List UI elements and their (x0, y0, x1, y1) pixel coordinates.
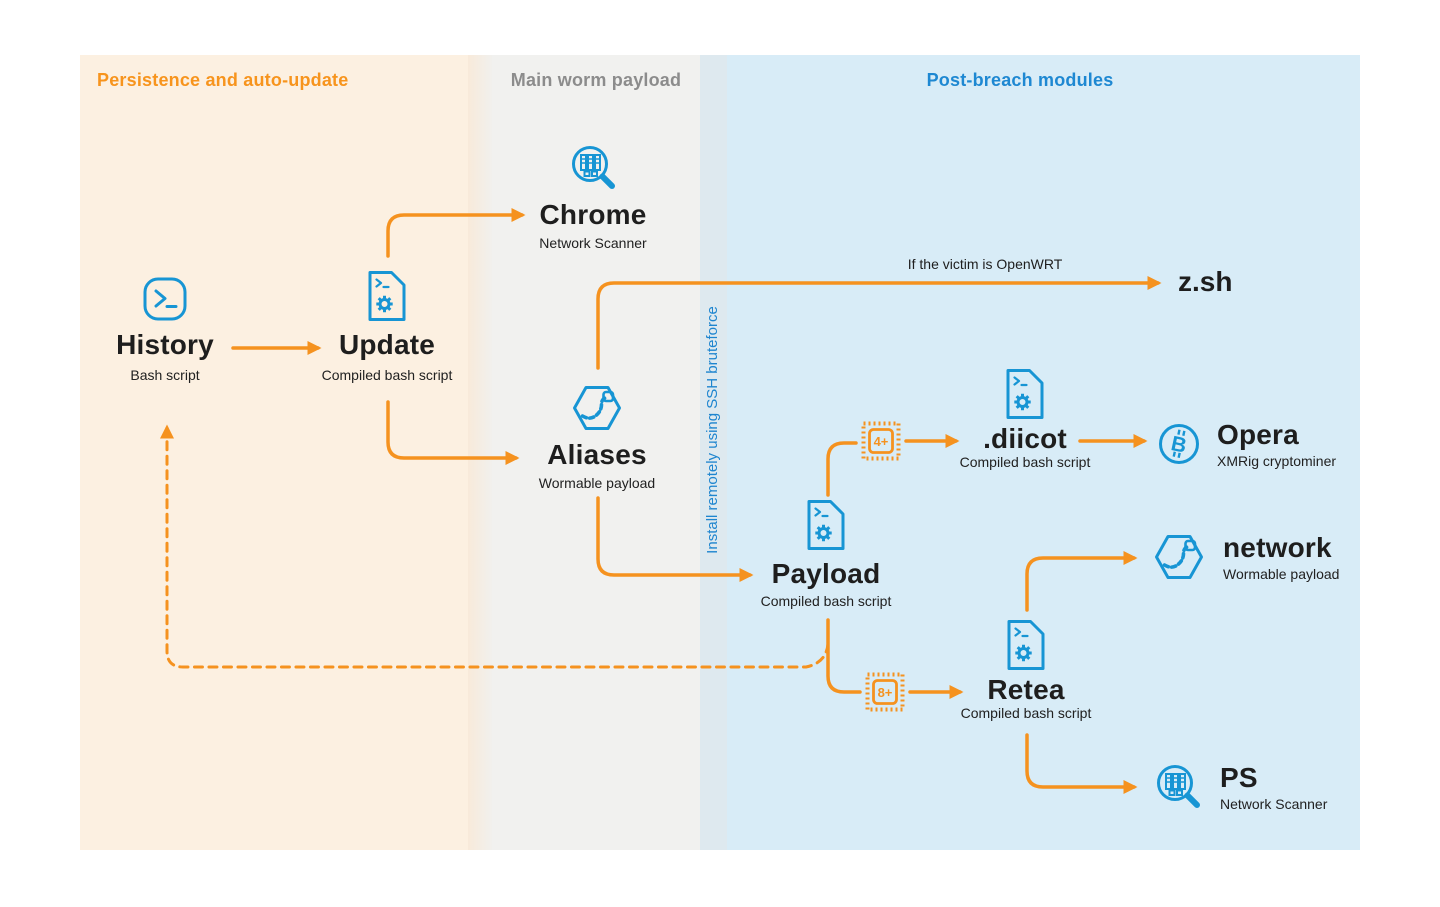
column-header-persistence: Persistence and auto-update (97, 70, 349, 90)
network-scanner-icon (1157, 765, 1200, 808)
node-payload: Payload Compiled bash script (726, 499, 926, 609)
node-ps: PS Network Scanner (1152, 761, 1327, 813)
worm-icon (573, 386, 621, 430)
node-update: Update Compiled bash script (287, 270, 487, 383)
node-title-history: History (116, 329, 214, 360)
node-title-ps: PS (1220, 761, 1258, 793)
node-subtitle-payload: Compiled bash script (760, 593, 892, 609)
panel-persistence (80, 55, 468, 850)
script-file-icon (1007, 620, 1045, 670)
node-opera: B Opera XMRig cryptominer (1157, 418, 1336, 470)
bitcoin-icon: B (1159, 424, 1199, 464)
node-subtitle-history: Bash script (130, 367, 200, 383)
node-title-payload: Payload (771, 558, 881, 589)
node-chrome: Chrome Network Scanner (493, 142, 693, 251)
node-network: network Wormable payload (1151, 531, 1339, 583)
svg-text:B: B (1169, 432, 1189, 458)
node-aliases: Aliases Wormable payload (497, 384, 697, 491)
node-subtitle-chrome: Network Scanner (539, 235, 647, 251)
node-subtitle-ps: Network Scanner (1220, 795, 1328, 812)
node-title-network: network (1223, 531, 1332, 563)
node-retea: Retea Compiled bash script (926, 619, 1126, 721)
script-file-icon (368, 271, 406, 321)
column-header-post-breach: Post-breach modules (926, 70, 1114, 90)
node-title-zsh: z.sh (1178, 266, 1233, 297)
node-subtitle-opera: XMRig cryptominer (1217, 452, 1337, 469)
node-title-update: Update (338, 329, 436, 360)
node-title-chrome: Chrome (539, 199, 647, 230)
node-diicot: .diicot Compiled bash script (925, 368, 1125, 470)
node-title-opera: Opera (1217, 418, 1299, 450)
chip-4plus-label: 4+ (874, 434, 889, 449)
network-scanner-icon (572, 146, 615, 189)
chip-8plus-icon: 8+ (865, 672, 905, 712)
script-file-icon (1006, 369, 1044, 419)
node-subtitle-diicot: Compiled bash script (959, 454, 1091, 470)
column-header-main-worm: Main worm payload (510, 70, 682, 90)
node-history: History Bash script (65, 276, 265, 383)
node-subtitle-network: Wormable payload (1223, 565, 1340, 582)
edge-label-openwrt: If the victim is OpenWRT (907, 256, 1063, 272)
node-title-retea: Retea (987, 674, 1065, 705)
chip-8plus-label: 8+ (878, 685, 893, 700)
chip-4plus-icon: 4+ (861, 421, 901, 461)
terminal-icon (143, 277, 187, 321)
node-title-aliases: Aliases (547, 439, 647, 470)
node-subtitle-update: Compiled bash script (321, 367, 453, 383)
node-title-diicot: .diicot (983, 423, 1067, 454)
script-file-icon (807, 500, 845, 550)
panel-edge-blend (468, 55, 492, 850)
node-subtitle-aliases: Wormable payload (538, 475, 656, 491)
node-subtitle-retea: Compiled bash script (960, 705, 1092, 721)
ssh-bruteforce-divider-label: Install remotely using SSH bruteforce (704, 306, 721, 554)
worm-icon (1155, 535, 1203, 579)
